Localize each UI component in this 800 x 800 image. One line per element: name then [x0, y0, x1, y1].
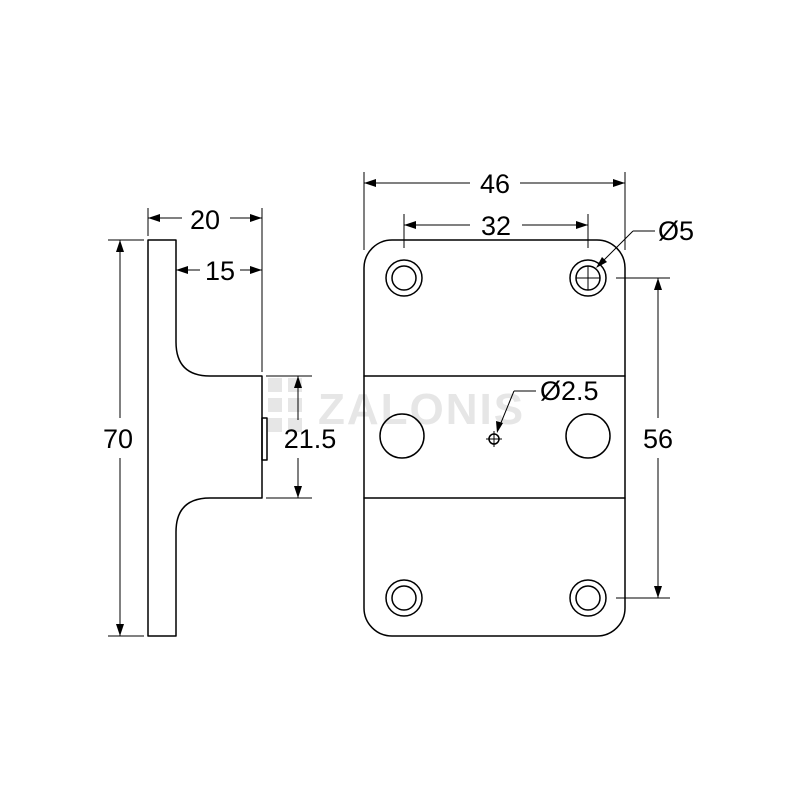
dim-center-hole-diameter: Ø2.5: [496, 376, 599, 433]
dim-side-plate-height-label: 21.5: [284, 424, 337, 454]
dim-side-plate-height: 21.5: [266, 375, 337, 499]
mounting-hole-top-right: [569, 259, 607, 297]
mounting-hole-bottom-left: [385, 579, 423, 617]
dim-hole-spacing-y: 56: [616, 277, 673, 599]
dim-side-depth: 20: [147, 205, 263, 372]
mounting-hole-top-left: [385, 259, 423, 297]
side-view: 20 15 70 21.5: [103, 205, 337, 637]
watermark-text: ZALONIS: [318, 385, 525, 434]
dim-side-inner-depth-label: 15: [205, 256, 235, 286]
side-view-tab: [261, 417, 268, 461]
dim-side-height-label: 70: [103, 424, 133, 454]
side-view-outline: [147, 239, 263, 637]
front-plate-outline: [363, 239, 626, 637]
dim-hole-spacing-y-label: 56: [643, 424, 673, 454]
dim-hole-spacing-x: 32: [403, 211, 589, 248]
dim-side-depth-label: 20: [190, 205, 220, 235]
dim-hole-diameter: Ø5: [596, 216, 694, 268]
dim-front-width-label: 46: [480, 169, 510, 199]
dim-side-inner-depth: 15: [176, 256, 262, 286]
dim-front-width: 46: [363, 169, 626, 250]
dim-side-height: 70: [103, 239, 144, 637]
mounting-hole-bottom-right: [569, 579, 607, 617]
dim-hole-spacing-x-label: 32: [481, 211, 511, 241]
band-hole-left: [379, 413, 425, 459]
front-view: 46 32 Ø5 Ø2.5: [363, 169, 694, 637]
band-hole-right: [565, 413, 611, 459]
center-hole: [486, 431, 502, 447]
watermark: ZALONIS: [268, 378, 525, 434]
dim-center-hole-diameter-label: Ø2.5: [540, 376, 599, 406]
dim-hole-diameter-label: Ø5: [658, 216, 694, 246]
